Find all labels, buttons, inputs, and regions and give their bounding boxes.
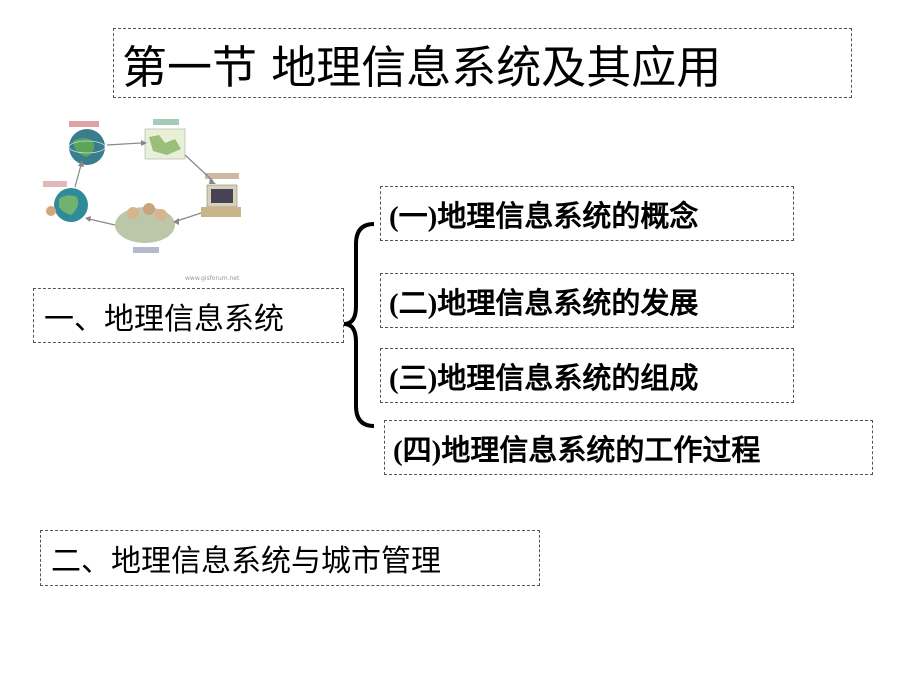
arrow-heads [78, 140, 216, 225]
subsection-1-text: 地理信息系统的概念 [437, 198, 699, 233]
map-icon [144, 119, 186, 160]
label-icon [69, 121, 99, 127]
gis-workflow-diagram: www.gisforum.net [43, 119, 241, 282]
subsection-2: (二)地理信息系统的发展 [380, 273, 794, 328]
earth-people-icon [43, 181, 88, 222]
section-2-heading: 二、地理信息系统与城市管理 [40, 530, 540, 586]
subsection-3-num: (三) [389, 362, 438, 395]
subsection-4: (四)地理信息系统的工作过程 [384, 420, 873, 475]
section-1-heading: 一、地理信息系统 [33, 288, 344, 343]
subsection-4-text: 地理信息系统的工作过程 [441, 432, 761, 467]
slide-title-text: 第一节 地理信息系统及其应用 [122, 40, 722, 94]
diagram-watermark: www.gisforum.net [185, 275, 240, 282]
computer-icon [201, 173, 241, 217]
subsection-4-num: (四) [393, 434, 442, 467]
people-icon [115, 203, 175, 253]
section-2-label: 二、地理信息系统与城市管理 [51, 544, 441, 579]
curly-brace [343, 222, 375, 428]
subsection-1: (一)地理信息系统的概念 [380, 186, 794, 241]
subsection-2-num: (二) [389, 287, 438, 320]
slide-title: 第一节 地理信息系统及其应用 [113, 28, 852, 98]
flow-arrows [74, 142, 214, 226]
subsection-2-text: 地理信息系统的发展 [437, 285, 699, 320]
subsection-1-num: (一) [389, 200, 438, 233]
section-1-label: 一、地理信息系统 [44, 301, 284, 337]
subsection-3-text: 地理信息系统的组成 [437, 360, 699, 395]
globe-icon [68, 129, 106, 165]
subsection-3: (三)地理信息系统的组成 [380, 348, 794, 403]
